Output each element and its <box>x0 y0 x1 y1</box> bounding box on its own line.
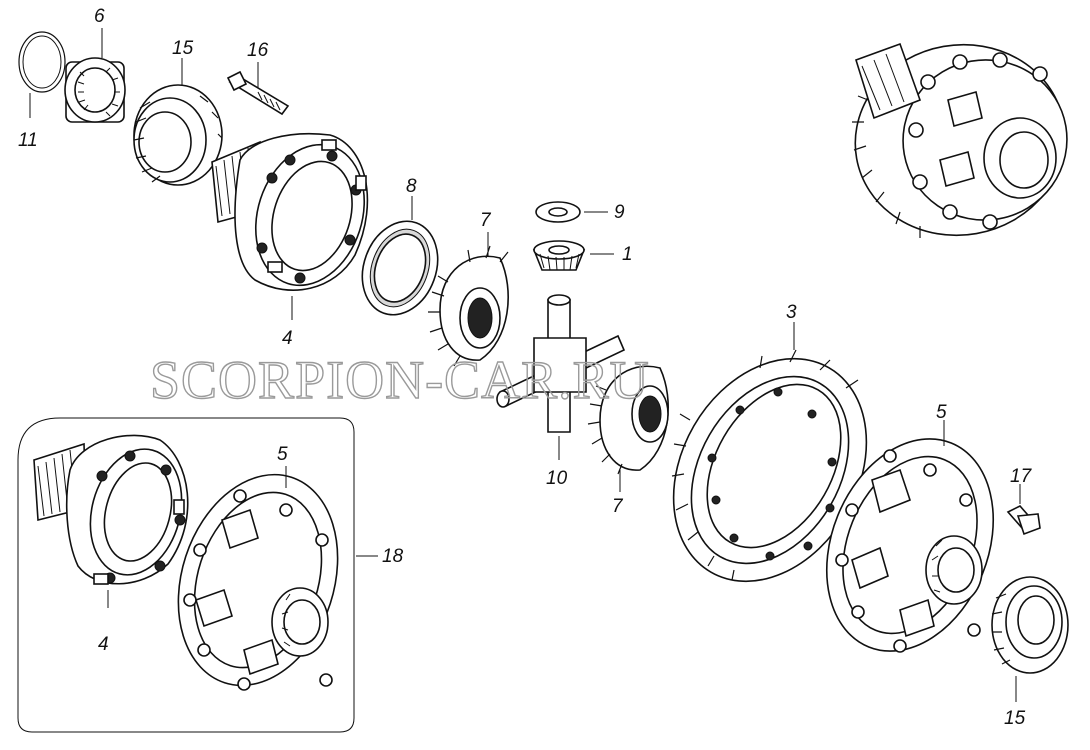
part-17-small-bolt <box>1006 484 1041 536</box>
part-5-case-flange-boxed <box>177 466 339 691</box>
callout-18: 18 <box>382 546 404 567</box>
part-16-bolt <box>226 62 290 116</box>
part-8-thrust-washer <box>361 196 439 316</box>
callout-6: 6 <box>94 6 105 27</box>
part-1-pinion-gear <box>532 240 614 271</box>
callout-7-top: 7 <box>480 210 492 231</box>
callout-1: 1 <box>622 244 633 265</box>
part-11-snap-ring <box>18 31 66 118</box>
callout-3: 3 <box>786 302 797 323</box>
callout-15-bottom: 15 <box>1004 708 1026 729</box>
callout-5-boxed: 5 <box>277 444 288 465</box>
callout-10: 10 <box>546 468 568 489</box>
part-4-case-half-boxed <box>33 434 189 608</box>
part-6-splined-sleeve <box>64 28 126 123</box>
callout-9: 9 <box>614 202 625 223</box>
part-5-case-flange-right <box>825 420 995 653</box>
part-4-case-half-top <box>211 132 369 320</box>
part-3-ring-gear <box>671 322 868 583</box>
callout-16: 16 <box>247 40 269 61</box>
callout-17: 17 <box>1010 466 1033 487</box>
callout-4-top: 4 <box>282 328 293 349</box>
callout-8: 8 <box>406 176 417 197</box>
callout-11: 11 <box>18 130 38 151</box>
part-7-side-gear-top <box>428 232 509 367</box>
assembled-differential <box>852 42 1068 238</box>
part-15-bearing-bottom <box>991 576 1069 702</box>
part-7-side-gear-bottom <box>587 365 669 492</box>
part-15-bearing-top <box>133 58 223 186</box>
callout-15-top: 15 <box>172 38 194 59</box>
watermark: SCORPION-CAR.RU <box>150 350 650 410</box>
part-10-spider-cross <box>496 294 626 460</box>
callout-7-bottom: 7 <box>612 496 624 517</box>
part-9-washer <box>535 201 608 223</box>
callout-4-boxed: 4 <box>98 634 109 655</box>
assembly-18-group <box>17 417 378 733</box>
callout-5-right: 5 <box>936 402 947 423</box>
